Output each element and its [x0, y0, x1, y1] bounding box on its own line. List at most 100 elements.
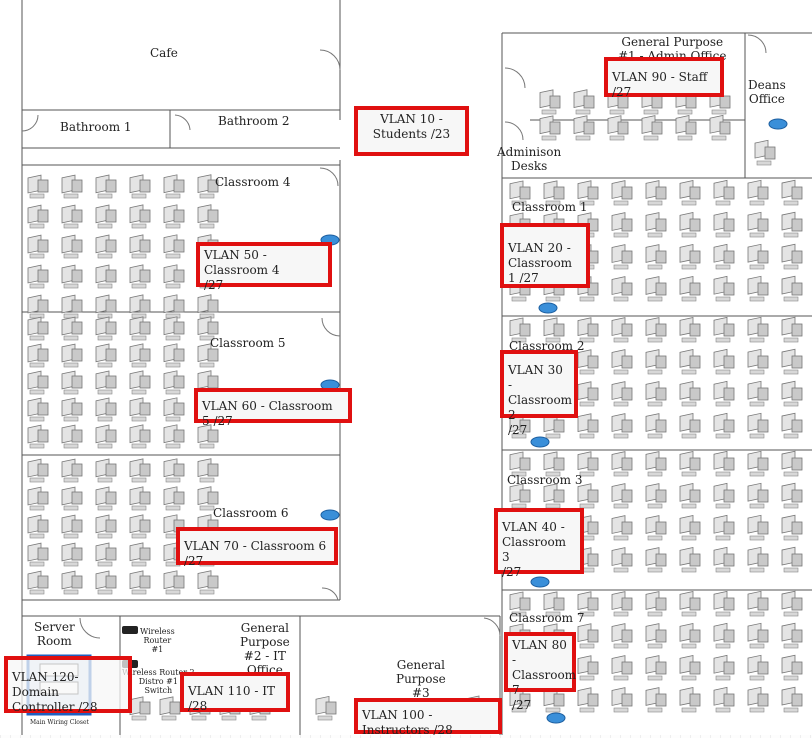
computer-icon — [95, 486, 117, 511]
computer-icon — [27, 316, 49, 341]
computer-icon — [747, 380, 769, 407]
computer-icon — [129, 343, 151, 368]
computer-icon — [27, 570, 49, 595]
computer-icon — [611, 349, 633, 375]
computer-icon — [713, 211, 735, 238]
computer-icon — [61, 514, 83, 539]
computer-icon — [129, 264, 151, 289]
computer-icon — [543, 483, 565, 509]
computer-icon — [509, 591, 531, 617]
computer-icon — [781, 179, 803, 206]
computer-icon — [781, 412, 803, 439]
computer-icon — [163, 397, 185, 422]
computer-icon — [781, 243, 803, 270]
computer-icon — [645, 244, 667, 270]
computer-icon — [645, 687, 667, 713]
vlan-30-box[interactable]: VLAN 30 - Classroom 2 /27 — [500, 350, 578, 437]
computer-icon — [61, 174, 83, 199]
vlan-110-box[interactable]: VLAN 110 - IT /28 — [180, 672, 290, 713]
computer-icon — [27, 234, 49, 259]
computer-icon — [679, 655, 701, 681]
computer-icon — [645, 483, 667, 509]
computer-icon — [95, 343, 117, 368]
computer-icon — [61, 542, 83, 567]
computer-icon — [611, 623, 633, 649]
computer-icon — [754, 139, 776, 166]
computer-icon — [713, 348, 735, 375]
computer-icon — [539, 115, 561, 141]
computer-icon — [163, 234, 185, 259]
computer-icon — [61, 570, 83, 595]
vlan-40-box[interactable]: VLAN 40 - Classroom 3 /27 — [494, 508, 584, 579]
computer-icon — [713, 275, 735, 302]
computer-icon — [713, 514, 735, 541]
computer-icon — [713, 243, 735, 270]
computer-icon — [747, 590, 769, 617]
computer-icon — [679, 547, 701, 573]
computer-icon — [61, 458, 83, 483]
computer-icon — [95, 316, 117, 341]
computer-icon — [781, 348, 803, 375]
computer-icon — [679, 317, 701, 343]
computer-icon — [611, 381, 633, 407]
computer-icon — [645, 547, 667, 573]
vlan-70-box[interactable]: VLAN 70 - Classroom 6 /27 — [176, 527, 338, 568]
computer-icon — [679, 687, 701, 713]
vlan-100-box[interactable]: VLAN 100 - Instructors /28 — [354, 698, 502, 737]
vlan-90-box[interactable]: VLAN 90 - Staff /27 — [604, 57, 724, 99]
computer-icon — [675, 115, 697, 141]
computer-icon — [611, 515, 633, 541]
vlan-20-box[interactable]: VLAN 20 - Classroom 1 /27 — [500, 223, 590, 288]
vlan-60-box[interactable]: VLAN 60 - Classroom 5 /27 — [194, 388, 352, 428]
computer-icon — [781, 546, 803, 573]
computer-icon — [713, 686, 735, 713]
computer-icon — [95, 294, 117, 319]
vlan-120-box[interactable]: VLAN 120- Domain Controller /28 — [4, 656, 132, 714]
computer-icon — [679, 483, 701, 509]
computer-icon — [747, 654, 769, 681]
computer-icon — [713, 654, 735, 681]
computer-icon — [197, 294, 219, 319]
computer-icon — [781, 316, 803, 343]
computer-icon — [543, 451, 565, 477]
computer-icon — [61, 264, 83, 289]
computer-icon — [577, 687, 599, 713]
computer-icon — [129, 458, 151, 483]
computer-icon — [197, 570, 219, 595]
computer-icon — [679, 413, 701, 439]
computer-icon — [95, 370, 117, 395]
computer-icon — [611, 212, 633, 238]
computer-icon — [129, 294, 151, 319]
computer-icon — [747, 211, 769, 238]
router-icon — [546, 712, 566, 724]
computer-icon — [61, 294, 83, 319]
computer-icon — [747, 482, 769, 509]
vlan-50-box[interactable]: VLAN 50 - Classroom 4 /27 — [196, 242, 332, 292]
computer-icon — [539, 89, 561, 115]
computer-icon — [747, 316, 769, 343]
computer-icon — [679, 623, 701, 649]
computer-icon — [509, 483, 531, 509]
door-arcs — [21, 34, 767, 639]
computer-icon — [781, 622, 803, 649]
computer-icon — [679, 212, 701, 238]
computer-icon — [679, 591, 701, 617]
computer-icon — [129, 174, 151, 199]
vlan-10-box[interactable]: VLAN 10 - Students /23 — [354, 106, 469, 156]
vlan-80-box[interactable]: VLAN 80 - Classroom 7 /27 — [504, 632, 576, 712]
computer-icon — [27, 424, 49, 449]
computer-icon — [27, 542, 49, 567]
computer-icon — [611, 591, 633, 617]
computer-icon — [645, 451, 667, 477]
computer-icon — [129, 424, 151, 449]
computer-icon — [163, 370, 185, 395]
computer-icon — [781, 380, 803, 407]
computer-icon — [713, 622, 735, 649]
computer-icon — [509, 413, 531, 439]
computer-icon — [197, 174, 219, 199]
computer-icon — [129, 570, 151, 595]
computer-icon — [163, 458, 185, 483]
computer-icon — [163, 174, 185, 199]
computer-icon — [577, 349, 599, 375]
computer-icon — [577, 180, 599, 206]
